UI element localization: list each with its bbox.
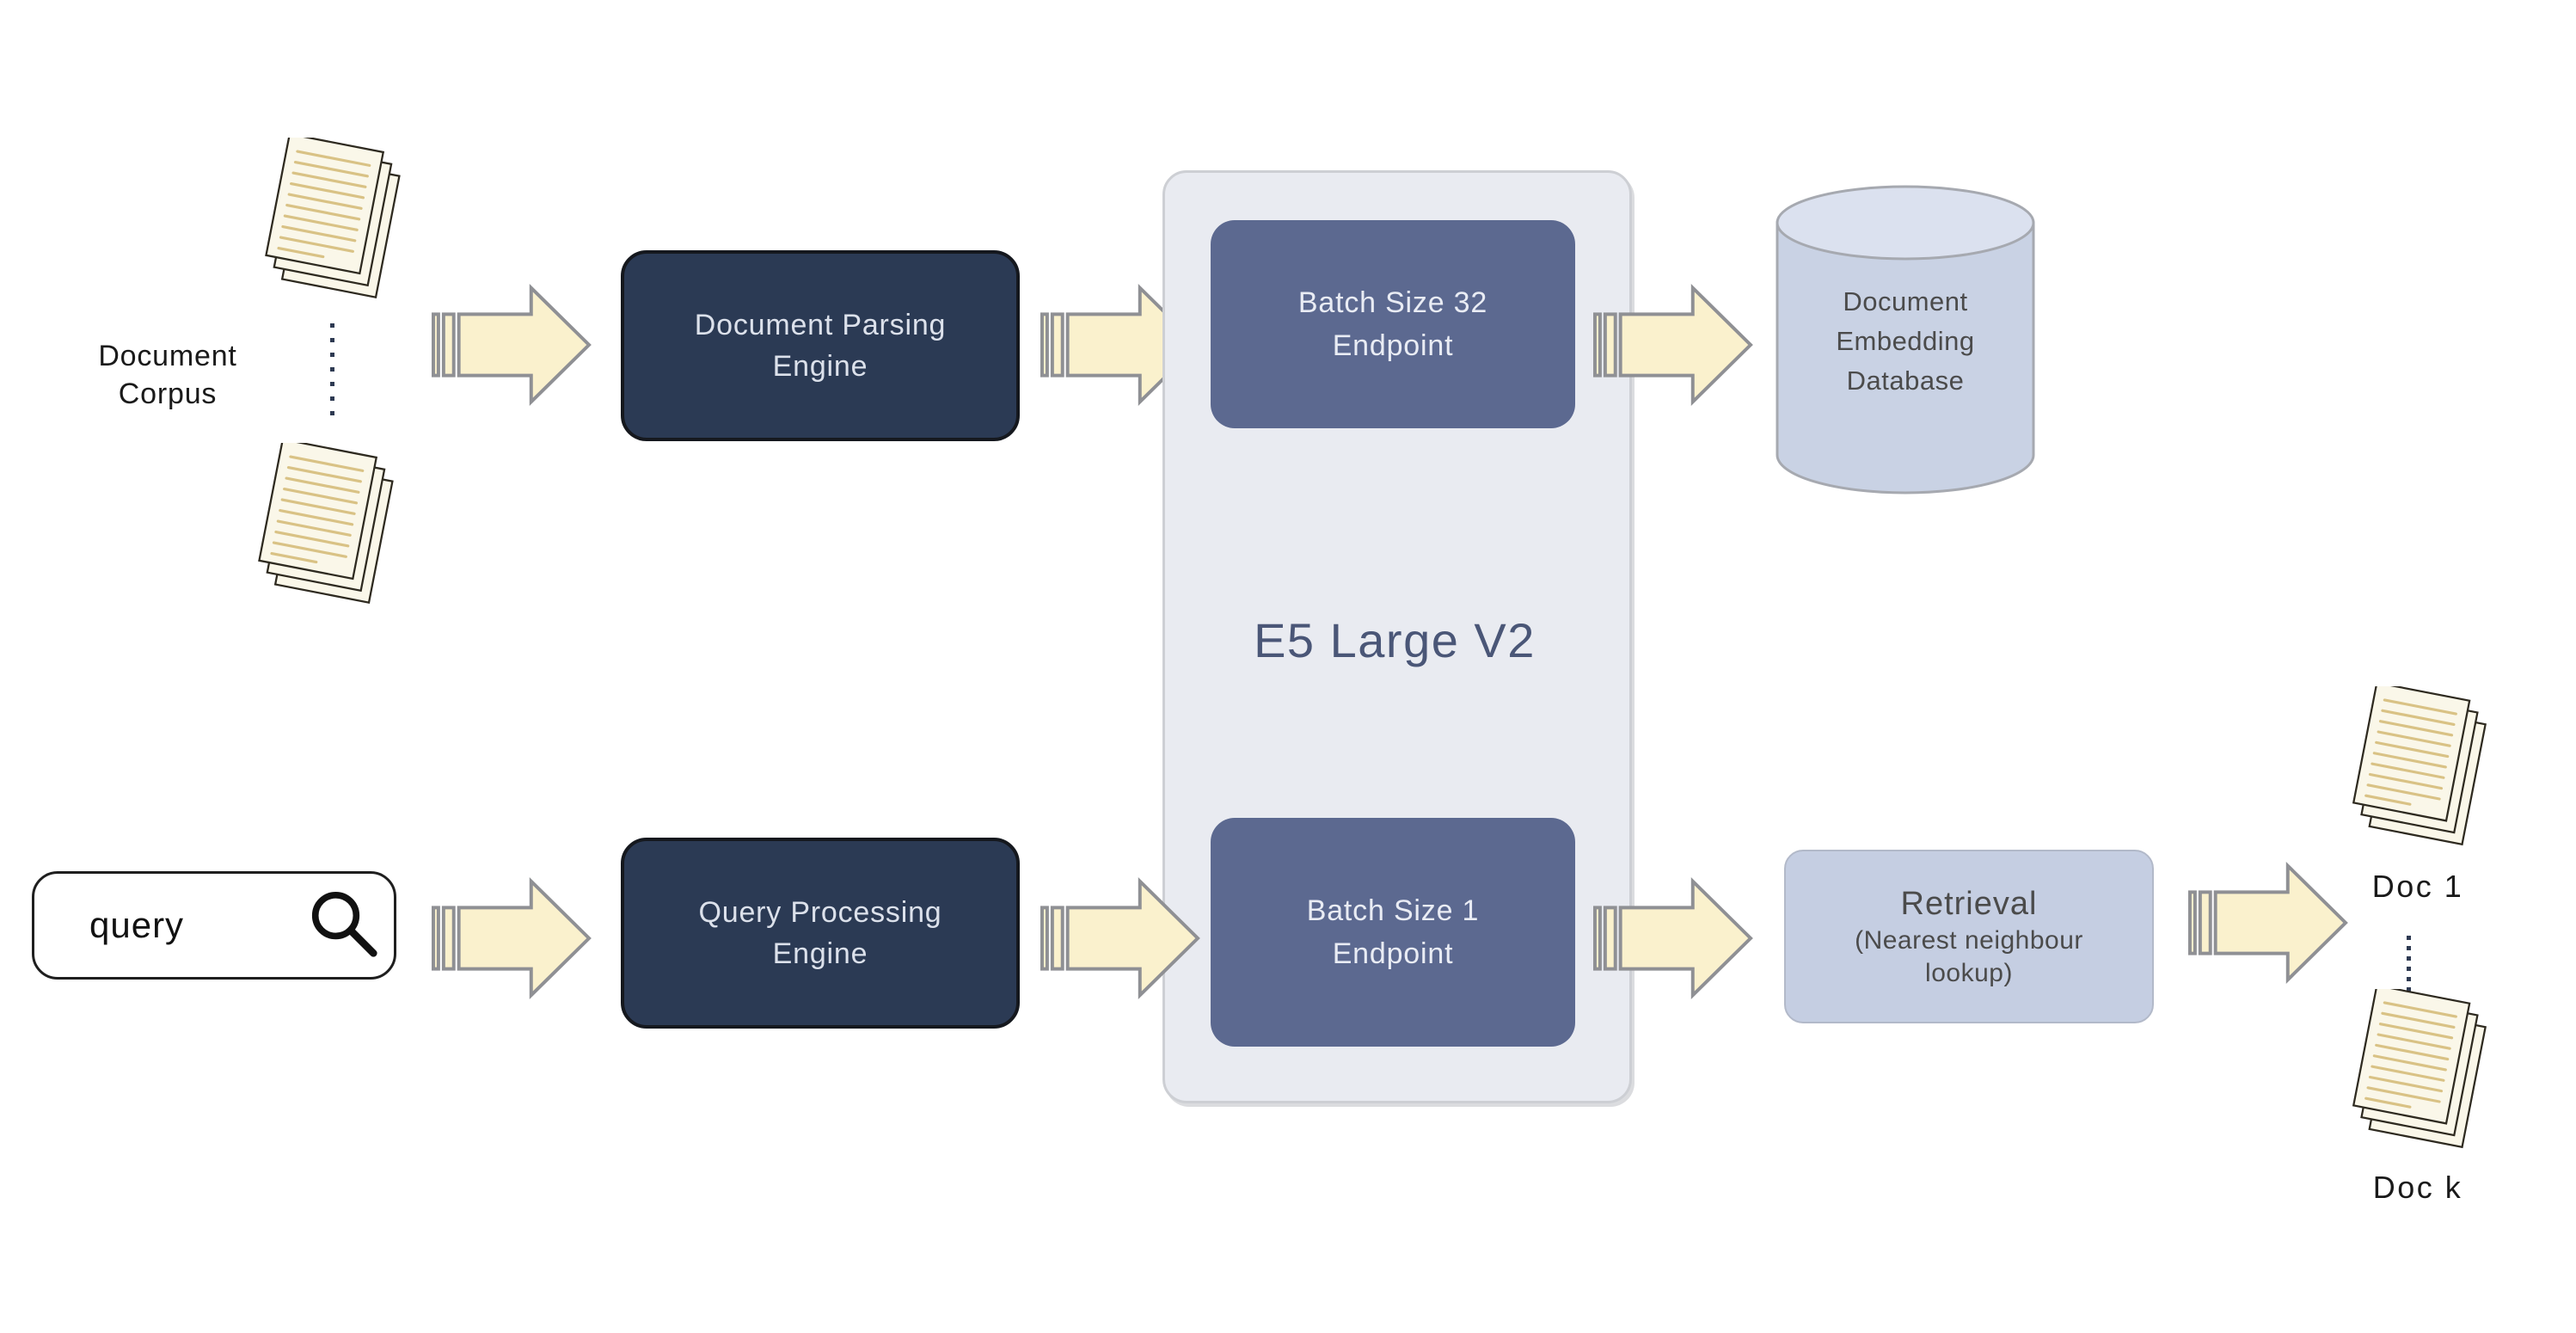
retrieval-subtitle-line2: lookup) bbox=[1925, 959, 2013, 987]
batch-size-32-endpoint-box: Batch Size 32 Endpoint bbox=[1211, 220, 1575, 428]
document-parsing-engine-box: Document Parsing Engine bbox=[621, 250, 1020, 441]
retrieval-subtitle-line1: (Nearest neighbour bbox=[1855, 926, 2083, 955]
flow-arrow-icon bbox=[1593, 874, 1755, 1003]
document-corpus-line2: Corpus bbox=[118, 378, 218, 410]
document-stack-icon bbox=[255, 138, 411, 310]
database-line1: Document bbox=[1843, 286, 1968, 316]
flow-arrow-icon bbox=[1593, 280, 1755, 409]
embedding-database-label: Document Embedding Database bbox=[1774, 212, 2037, 470]
parsing-engine-line1: Document Parsing bbox=[694, 309, 947, 341]
flow-arrow-icon bbox=[1040, 874, 1202, 1003]
model-name-label: E5 Large V2 bbox=[1254, 613, 1536, 667]
doc-k-label: Doc k bbox=[2372, 1170, 2463, 1205]
batch-size-1-endpoint-box: Batch Size 1 Endpoint bbox=[1211, 818, 1575, 1047]
document-corpus-label: Document Corpus bbox=[26, 337, 310, 413]
document-stack-icon bbox=[248, 443, 404, 615]
document-stack-icon bbox=[2342, 686, 2497, 857]
retrieval-title: Retrieval bbox=[1900, 886, 2038, 922]
database-line2: Embedding bbox=[1836, 326, 1975, 356]
document-stack-icon bbox=[2342, 989, 2497, 1159]
parsing-engine-line2: Engine bbox=[772, 350, 868, 383]
flow-arrow-icon bbox=[432, 874, 593, 1003]
retrieval-box: Retrieval (Nearest neighbour lookup) bbox=[1784, 850, 2154, 1023]
batch32-line1: Batch Size 32 bbox=[1297, 286, 1488, 319]
query-engine-line1: Query Processing bbox=[698, 896, 942, 929]
query-engine-line2: Engine bbox=[772, 937, 868, 970]
doc-1-label: Doc 1 bbox=[2371, 869, 2464, 904]
document-corpus-line1: Document bbox=[98, 340, 237, 372]
query-input[interactable] bbox=[88, 904, 306, 947]
ellipsis-dots-left bbox=[330, 323, 334, 418]
search-icon[interactable] bbox=[308, 891, 382, 960]
database-line3: Database bbox=[1846, 366, 1965, 396]
query-search-box[interactable] bbox=[32, 871, 396, 980]
batch1-line1: Batch Size 1 bbox=[1306, 894, 1480, 927]
query-processing-engine-box: Query Processing Engine bbox=[621, 838, 1020, 1029]
ellipsis-dots-right bbox=[2407, 936, 2411, 992]
batch32-line2: Endpoint bbox=[1332, 329, 1454, 362]
flow-arrow-icon bbox=[432, 280, 593, 409]
batch1-line2: Endpoint bbox=[1332, 937, 1454, 970]
